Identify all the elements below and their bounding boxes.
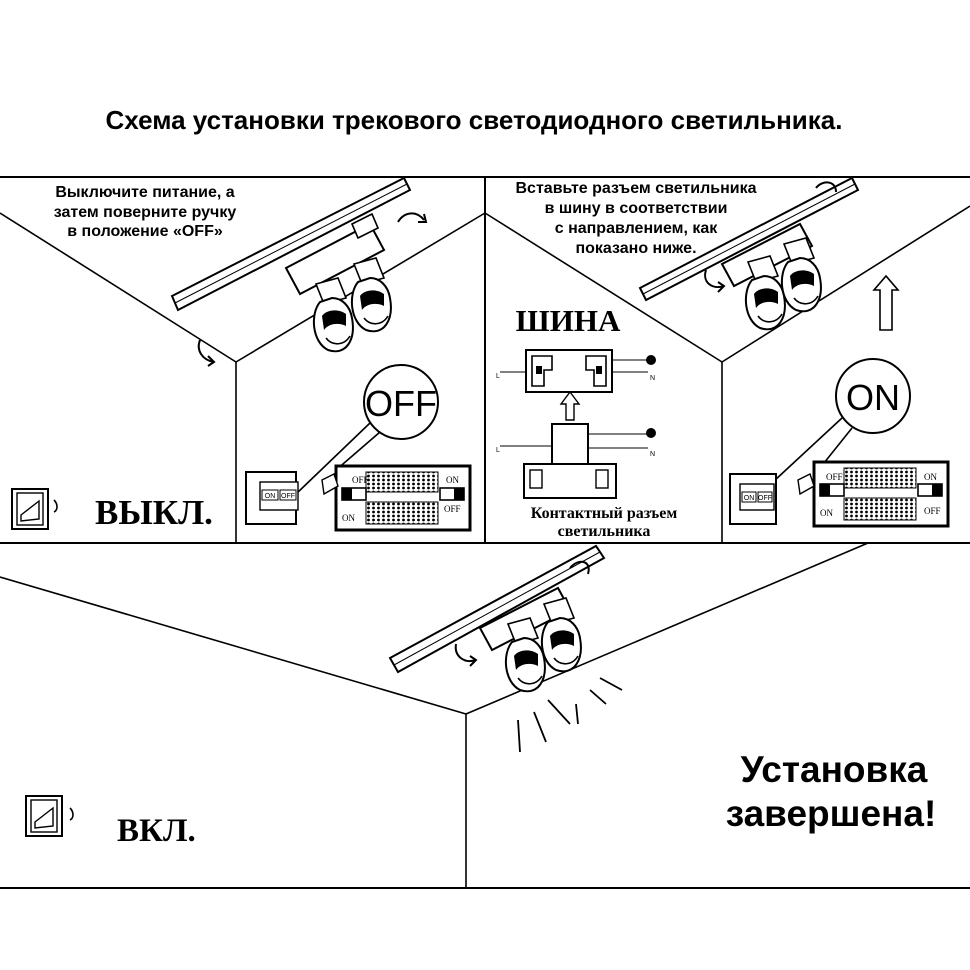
svg-text:светильника: светильника	[558, 523, 651, 540]
svg-text:Выключите питание, а: Выключите питание, а	[55, 184, 234, 201]
svg-text:OFF: OFF	[826, 472, 843, 482]
step1-switch-detail: ON OFF	[245, 471, 299, 525]
step1-spotlight-right	[350, 257, 392, 333]
step3-connector-panel: OFF ON ON OFF	[797, 460, 950, 528]
svg-text:затем поверните ручку: затем поверните ручку	[54, 204, 237, 221]
svg-text:в положение «OFF»: в положение «OFF»	[67, 223, 223, 240]
svg-text:ON: ON	[744, 495, 755, 502]
step1-wall-switch-icon	[11, 488, 58, 530]
svg-text:Установка: Установка	[741, 749, 928, 790]
step4-done-text: Установка завершена!	[726, 749, 937, 834]
step2-insert-arrow-icon	[559, 390, 581, 421]
svg-text:OFF: OFF	[281, 493, 295, 500]
step2-bus-label: ШИНА	[516, 303, 621, 338]
step1-spotlight-left	[312, 277, 354, 353]
panel-frame	[0, 176, 970, 889]
svg-text:N: N	[650, 451, 655, 458]
diagram-title: Схема установки трекового светодиодного …	[106, 105, 843, 135]
step2-instruction: Вставьте разъем светильника в шину в соо…	[516, 180, 757, 257]
step2-spotlight-left	[744, 255, 786, 331]
step3-magnifier-bubble: ON	[759, 358, 911, 495]
svg-text:в шину в соответствии: в шину в соответствии	[545, 200, 728, 217]
svg-text:ON: ON	[820, 508, 833, 518]
svg-text:OFF: OFF	[924, 506, 941, 516]
step2-spotlight-right	[780, 237, 822, 313]
step1-track-rail	[170, 176, 412, 312]
svg-text:ON: ON	[265, 493, 276, 500]
svg-text:ON: ON	[446, 475, 459, 485]
step4-switch-label: ВКЛ.	[117, 813, 196, 849]
svg-text:OFF: OFF	[352, 475, 369, 485]
svg-text:ON: ON	[924, 472, 937, 482]
step1-bubble-label: OFF	[365, 383, 437, 424]
svg-text:ON: ON	[342, 513, 355, 523]
step4-wall-switch-icon	[25, 795, 74, 837]
step2-room	[484, 205, 970, 543]
svg-text:N: N	[650, 375, 655, 382]
step1-rotate-hint-icon	[197, 339, 216, 367]
step1-rotate-arrow-icon	[397, 212, 428, 223]
svg-text:OFF: OFF	[758, 495, 772, 502]
svg-text:показано ниже.: показано ниже.	[575, 240, 696, 257]
step1-instruction: Выключите питание, а затем поверните руч…	[54, 184, 237, 240]
step4-rotate-arrow-icon	[454, 643, 478, 667]
step1-connector-panel: OFF ON ON OFF	[321, 464, 472, 532]
step2-up-arrow-icon	[872, 274, 900, 331]
svg-text:L: L	[496, 447, 500, 454]
svg-text:с направлением, как: с направлением, как	[555, 220, 719, 237]
step4-spotlight-left	[504, 617, 546, 693]
step2-rotate-arrow-icon	[704, 269, 726, 293]
svg-text:OFF: OFF	[444, 504, 461, 514]
step4-spotlight-right	[540, 597, 582, 673]
svg-text:завершена!: завершена!	[726, 793, 937, 834]
step1-magnifier-bubble: OFF	[295, 364, 439, 495]
step2-connector: L N	[496, 423, 656, 499]
svg-text:L: L	[496, 373, 500, 380]
svg-text:Контактный разъем: Контактный разъем	[531, 505, 678, 522]
step4-light-rays-icon	[517, 677, 623, 753]
svg-text:Вставьте разъем светильника: Вставьте разъем светильника	[516, 180, 757, 197]
step3-bubble-label: ON	[846, 377, 900, 418]
step2-track-rail	[638, 176, 860, 302]
step2-connector-label: Контактный разъем светильника	[531, 505, 678, 540]
step3-switch-detail: ON OFF	[729, 473, 777, 525]
step2-bus-profile: L N	[496, 349, 656, 393]
step1-switch-label: ВЫКЛ.	[95, 493, 213, 532]
